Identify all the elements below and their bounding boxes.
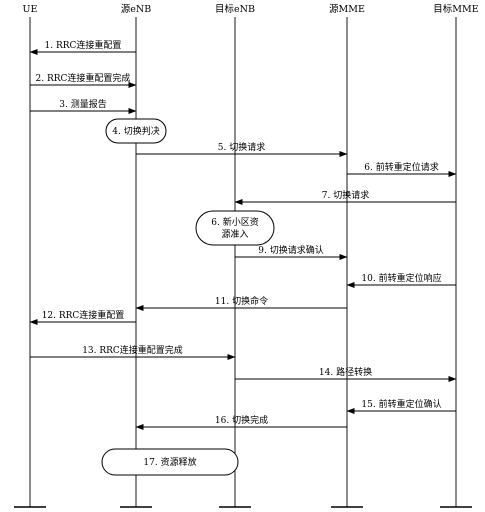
entity-header: 源MME bbox=[329, 4, 365, 15]
message-label: 5. 切换请求 bbox=[218, 141, 265, 153]
message-label: 15. 前转重定位确认 bbox=[361, 398, 441, 410]
message-label: 16. 切换完成 bbox=[215, 414, 268, 426]
process-box bbox=[195, 210, 275, 246]
entity-header: 目标MME bbox=[433, 3, 478, 15]
process-label: 源准入 bbox=[221, 229, 248, 240]
message-label: 1. RRC连接重配置 bbox=[45, 39, 122, 51]
message-label: 14. 路径转换 bbox=[319, 366, 372, 378]
message-label: 6. 前转重定位请求 bbox=[364, 161, 438, 173]
message-label: 9. 切换请求确认 bbox=[258, 244, 323, 256]
entity-header: 源eNB bbox=[121, 4, 151, 15]
process-label: 6. 新小区资 bbox=[211, 216, 258, 228]
message-label: 3. 测量报告 bbox=[59, 98, 106, 110]
message-label: 7. 切换请求 bbox=[322, 189, 369, 201]
entity-header: UE bbox=[23, 4, 38, 15]
process-box bbox=[105, 118, 167, 144]
entity-header: 目标eNB bbox=[215, 3, 255, 15]
process-label: 4. 切换判决 bbox=[112, 125, 159, 137]
message-label: 2. RRC连接重配置完成 bbox=[36, 72, 131, 84]
message-label: 11. 切换命令 bbox=[215, 295, 268, 307]
process-box bbox=[101, 448, 239, 476]
process-label: 17. 资源释放 bbox=[143, 456, 196, 468]
message-label: 12. RRC连接重配置 bbox=[42, 309, 125, 321]
message-label: 10. 前转重定位响应 bbox=[361, 272, 441, 284]
message-label: 13. RRC连接重配置完成 bbox=[82, 344, 183, 356]
